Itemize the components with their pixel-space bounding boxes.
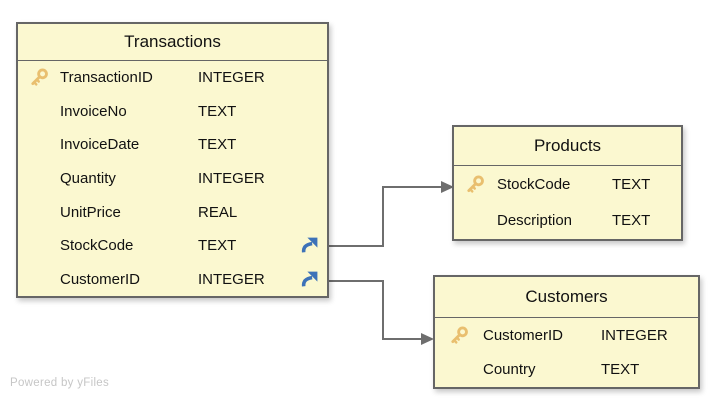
foreign-key-link[interactable] bbox=[291, 270, 327, 289]
field-type: TEXT bbox=[612, 175, 651, 193]
arrowhead-icon bbox=[441, 181, 454, 193]
primary-key-icon bbox=[467, 175, 484, 193]
yfiles-watermark: Powered by yFiles bbox=[10, 377, 110, 389]
field-row-quantity[interactable]: Quantity INTEGER bbox=[18, 162, 327, 196]
field-name: InvoiceNo bbox=[60, 102, 127, 120]
table-fields-customers: CustomerID INTEGER Country TEXT bbox=[435, 318, 698, 387]
field-type: INTEGER bbox=[198, 69, 265, 87]
field-name: InvoiceDate bbox=[60, 136, 140, 154]
table-title-products: Products bbox=[454, 127, 681, 166]
foreign-key-link-icon bbox=[301, 271, 317, 287]
field-row-transactionid[interactable]: TransactionID INTEGER bbox=[18, 61, 327, 95]
table-title-customers: Customers bbox=[435, 277, 698, 318]
table-title-transactions: Transactions bbox=[18, 24, 327, 61]
field-type: TEXT bbox=[612, 212, 651, 230]
field-row-customerid[interactable]: CustomerID INTEGER bbox=[18, 262, 327, 296]
field-row-stockcode[interactable]: StockCode TEXT bbox=[18, 229, 327, 263]
field-row-description[interactable]: Description TEXT bbox=[454, 203, 681, 240]
field-name: StockCode bbox=[60, 237, 134, 255]
field-name: UnitPrice bbox=[60, 203, 121, 221]
field-name: Description bbox=[497, 212, 573, 230]
field-type: TEXT bbox=[601, 361, 640, 379]
field-type: TEXT bbox=[198, 237, 237, 255]
field-type: INTEGER bbox=[601, 326, 668, 344]
primary-key-cell bbox=[435, 325, 483, 346]
foreign-key-link-icon bbox=[301, 237, 317, 253]
field-name: StockCode bbox=[497, 175, 571, 193]
relationship-edge-stockcode-to-products[interactable] bbox=[329, 181, 454, 247]
foreign-key-link[interactable] bbox=[291, 236, 327, 255]
primary-key-icon bbox=[30, 68, 48, 86]
field-type: REAL bbox=[198, 203, 238, 221]
field-row-unitprice[interactable]: UnitPrice REAL bbox=[18, 195, 327, 229]
field-name: CustomerID bbox=[60, 270, 141, 288]
field-name: TransactionID bbox=[60, 69, 153, 87]
field-row-country[interactable]: Country TEXT bbox=[435, 353, 698, 388]
field-name: Quantity bbox=[60, 170, 116, 188]
field-row-stockcode[interactable]: StockCode TEXT bbox=[454, 166, 681, 203]
field-name: CustomerID bbox=[483, 326, 564, 344]
field-row-invoiceno[interactable]: InvoiceNo TEXT bbox=[18, 95, 327, 129]
field-type: TEXT bbox=[198, 136, 237, 154]
field-name: Country bbox=[483, 361, 536, 379]
primary-key-cell bbox=[18, 67, 60, 88]
arrowhead-icon bbox=[421, 333, 434, 345]
field-type: TEXT bbox=[198, 102, 237, 120]
primary-key-cell bbox=[454, 174, 497, 195]
field-row-customerid[interactable]: CustomerID INTEGER bbox=[435, 318, 698, 353]
field-type: INTEGER bbox=[198, 270, 265, 288]
relationship-edge-customerid-to-customers[interactable] bbox=[329, 280, 434, 345]
field-row-invoicedate[interactable]: InvoiceDate TEXT bbox=[18, 128, 327, 162]
primary-key-icon bbox=[450, 326, 468, 344]
field-type: INTEGER bbox=[198, 170, 265, 188]
